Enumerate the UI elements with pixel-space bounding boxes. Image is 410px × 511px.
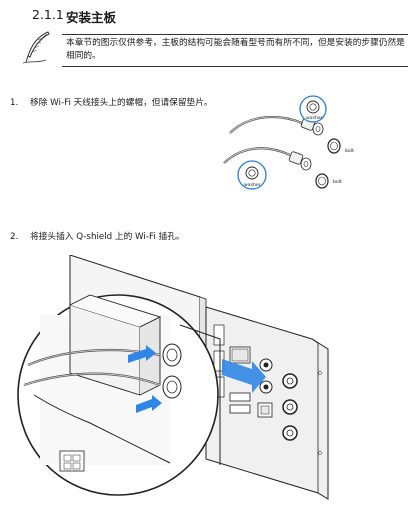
quill-note-icon: [20, 30, 56, 66]
push-arrow-bottom: [136, 395, 162, 413]
zoom-circle: [17, 294, 221, 496]
step-text: 移除 Wi-Fi 天线接头上的螺帽，但请保留垫片。: [30, 98, 213, 108]
qshield-figure: [0, 254, 410, 507]
step-number: 1.: [10, 98, 19, 108]
label-bolt-bottom: bolt: [333, 179, 342, 185]
note-box: 本章节的图示仅供参考，主板的结构可能会随着型号而有所不同，但是安装的步骤仍然是相…: [62, 34, 408, 67]
insert-direction-arrow: [222, 359, 252, 385]
section-title: 安装主板: [66, 10, 117, 25]
antenna-figure: washer washer bolt bolt: [218, 93, 368, 205]
section-number: 2.1.1: [32, 7, 64, 22]
io-shield: [205, 306, 329, 500]
antenna-connector-bottom: [288, 151, 312, 171]
label-washer-bottom: washer: [244, 182, 261, 188]
label-bolt-top: bolt: [345, 148, 354, 154]
step-text: 将接头插入 Q-shield 上的 Wi-Fi 插孔。: [30, 232, 185, 242]
label-washer-top: washer: [306, 115, 323, 121]
note-text: 本章节的图示仅供参考，主板的结构可能会随着型号而有所不同，但是安装的步骤仍然是相…: [66, 38, 405, 61]
step-number: 2.: [10, 232, 19, 242]
antenna-connector-top: [300, 117, 324, 136]
push-arrow-top: [128, 345, 156, 363]
